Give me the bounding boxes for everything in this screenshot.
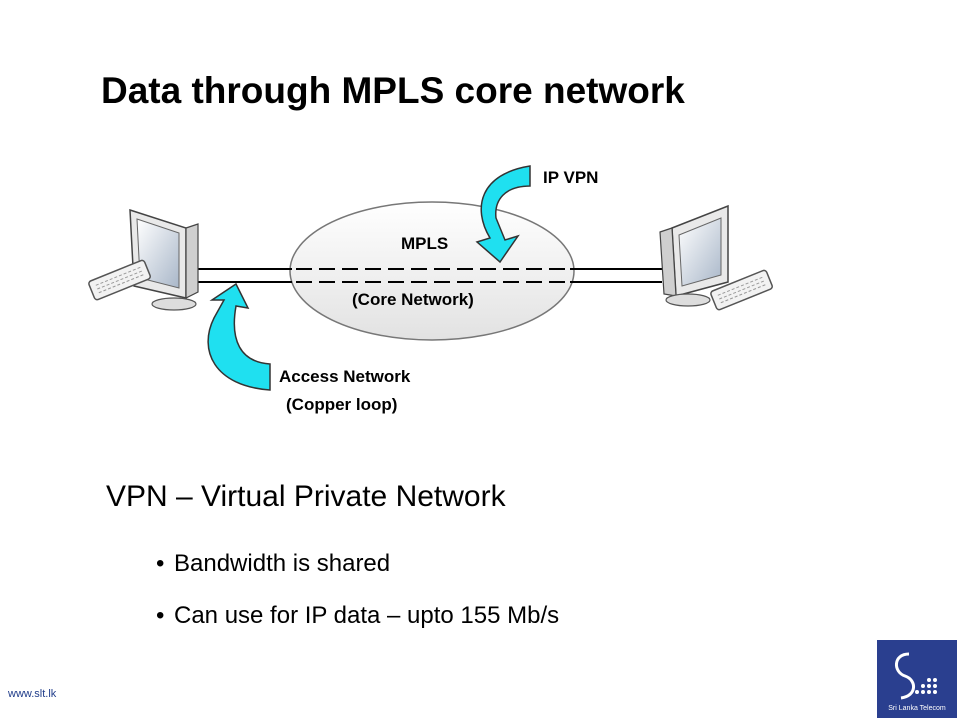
logo-text: Sri Lanka Telecom [888,705,946,712]
bullet-dot-icon: • [156,550,165,577]
computer-left-icon [87,208,199,311]
ip-vpn-label: IP VPN [543,168,598,187]
mpls-label: MPLS [401,234,448,253]
vpn-heading: VPN – Virtual Private Network [106,480,506,513]
bullet-item: • Can use for IP data – upto 155 Mb/s [156,602,559,654]
copper-loop-label: (Copper loop) [286,395,397,414]
footer-url[interactable]: www.slt.lk [8,688,57,700]
bullet-list: • Bandwidth is shared • Can use for IP dat… [156,550,559,654]
core-network-label: (Core Network) [352,290,474,309]
computer-right-icon [659,204,774,312]
bullet-dot-icon: • [156,602,165,629]
slt-logo-icon [895,652,937,700]
bullet-text: Bandwidth is shared [174,550,391,577]
mpls-ellipse [289,201,575,341]
bullet-item: • Bandwidth is shared [156,550,559,602]
ip-vpn-arrow-icon [475,165,531,264]
access-arrow-icon [207,282,271,391]
bullet-text: Can use for IP data – upto 155 Mb/s [174,602,560,629]
access-network-label: Access Network [279,367,411,386]
slt-logo: Sri Lanka Telecom [877,640,957,718]
slide-title: Data through MPLS core network [101,70,685,111]
access-lines [198,268,662,283]
